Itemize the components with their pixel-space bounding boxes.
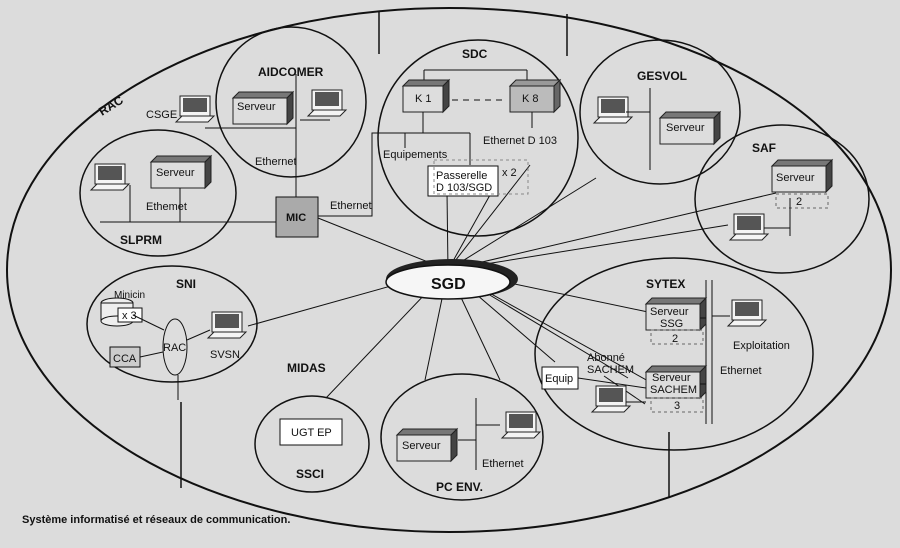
saf-server-label: Serveur: [776, 172, 815, 184]
ssci-title: SSCI: [296, 467, 324, 481]
workstation-icon: [729, 213, 769, 241]
sni-cluster: [86, 265, 258, 383]
rac-outer-ring: [6, 7, 892, 533]
gesvol-title: GESVOL: [637, 69, 687, 83]
exploitation-label: Exploitation: [733, 340, 790, 352]
saf-count: 2: [796, 196, 802, 208]
k8-rack-icon: [508, 78, 562, 114]
workstation-icon: [90, 163, 130, 191]
ugt-label: UGT EP: [291, 427, 332, 439]
aidcomer-ethernet-label: Ethernet: [255, 156, 297, 168]
abonne-label-1: Abonné: [587, 352, 625, 364]
ssci-cluster: [254, 395, 370, 493]
minicin-count: x 3: [122, 310, 137, 322]
aidcomer-title: AIDCOMER: [258, 65, 324, 79]
abonne-label-2: SACHEM: [587, 364, 634, 376]
slprm-title: SLPRM: [120, 233, 162, 247]
passerelle-box: [427, 165, 499, 197]
gesvol-server-label: Serveur: [666, 122, 705, 134]
aidcomer-server-label: Serveur: [237, 101, 276, 113]
figure-caption: Système informatisé et réseaux de commun…: [22, 514, 291, 526]
slprm-ethernet-label: Ethemet: [146, 201, 187, 213]
sachem-server-label-2: SACHEM: [650, 384, 697, 396]
workstation-icon: [307, 89, 347, 117]
passerelle-label-2: D 103/SGD: [436, 182, 492, 194]
sdc-k8-label: K 8: [522, 93, 539, 105]
ugt-box: [279, 418, 343, 446]
sytex-cluster: [534, 257, 814, 451]
workstation-icon: [207, 311, 247, 339]
rac-outer-label: RAC: [96, 93, 126, 119]
cca-label: CCA: [113, 353, 137, 365]
pcenv-cluster: [380, 373, 544, 501]
saf-title: SAF: [752, 141, 776, 155]
k1-rack-icon: [401, 78, 451, 114]
rac-node: [162, 318, 188, 376]
slprm-server-label: Serveur: [156, 167, 195, 179]
equip-label: Equip: [545, 373, 573, 385]
pcenv-ethernet-label: Ethernet: [482, 458, 524, 470]
sdc-title: SDC: [462, 47, 488, 61]
sdc-ethernet-label: Ethernet D 103: [483, 135, 557, 147]
midas-title: MIDAS: [287, 361, 326, 375]
pcenv-title: PC ENV.: [436, 480, 483, 494]
sdc-equipements-label: Equipements: [383, 149, 448, 161]
csge-label: CSGE: [146, 109, 177, 121]
mic-ethernet-label: Ethernet: [330, 200, 372, 212]
sytex-title: SYTEX: [646, 277, 685, 291]
sdc-k1-label: K 1: [415, 93, 432, 105]
sgd-hub-label: SGD: [431, 276, 466, 293]
sni-rac-label: RAC: [163, 342, 186, 354]
saf-cluster: [694, 124, 870, 274]
passerelle-count: x 2: [502, 167, 517, 179]
pcenv-server-label: Serveur: [402, 440, 441, 452]
workstation-icon: [593, 96, 633, 124]
workstation-icon: [501, 411, 541, 439]
sdc-cluster: [377, 39, 579, 237]
slprm-cluster: [79, 129, 237, 257]
sachem-server-label-1: Serveur: [652, 372, 691, 384]
gesvol-cluster: [579, 39, 741, 185]
aidcomer-cluster: [215, 26, 367, 178]
ssg-count: 2: [672, 333, 678, 345]
sachem-count: 3: [674, 400, 680, 412]
workstation-icon: [727, 299, 767, 327]
sgd-hub: [385, 264, 511, 300]
sytex-ethernet-label: Ethernet: [720, 365, 762, 377]
passerelle-label-1: Passerelle: [436, 170, 487, 182]
sni-title: SNI: [176, 277, 196, 291]
workstation-icon: [175, 95, 215, 123]
mic-label: MIC: [286, 212, 306, 224]
minicin-label: Minicin: [114, 290, 145, 301]
ssg-label-2: SSG: [660, 318, 683, 330]
workstation-icon: [591, 385, 631, 413]
svsn-label: SVSN: [210, 349, 240, 361]
mic-box: [275, 196, 319, 238]
ssg-label-1: Serveur: [650, 306, 689, 318]
